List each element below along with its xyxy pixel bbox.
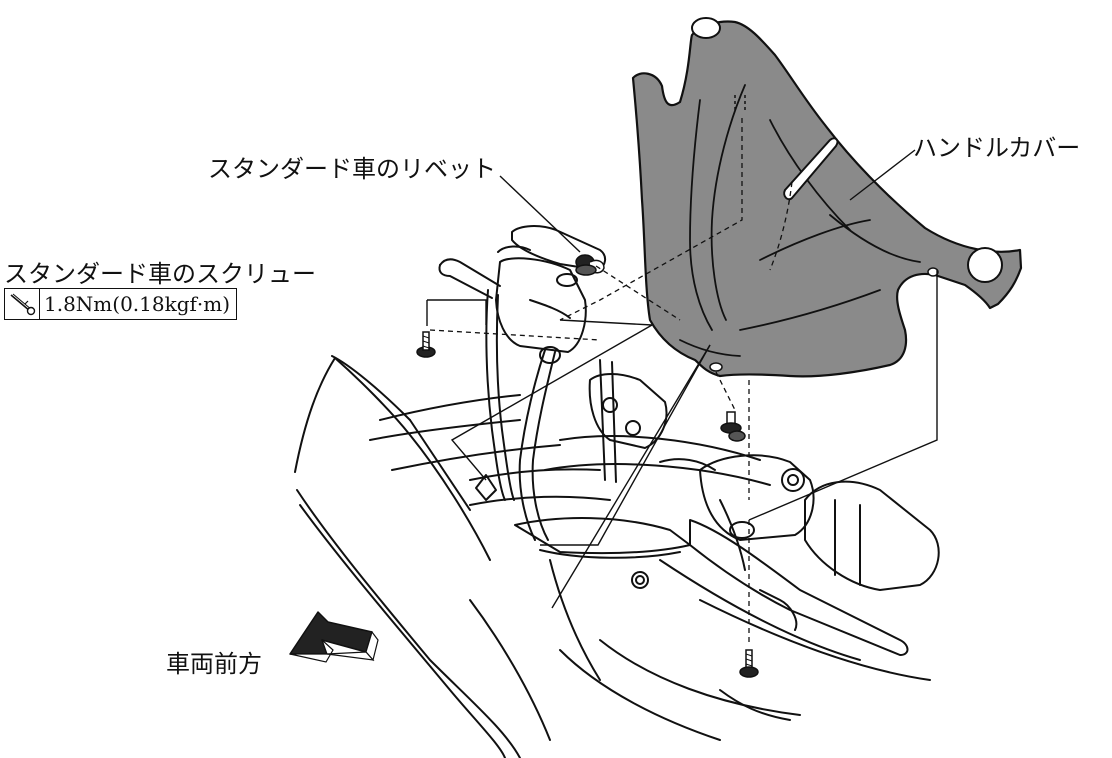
front-direction-label: 車両前方 — [166, 650, 262, 678]
handle-cover-part — [631, 17, 1023, 378]
torque-value: 1.8Nm(0.18kgf·m) — [44, 292, 231, 316]
front-body-outline — [294, 355, 931, 758]
arrow-left-icon — [289, 611, 379, 663]
leader-lines — [426, 149, 938, 609]
rivet-label: スタンダード車のリベット — [208, 155, 496, 183]
screw-bottom — [739, 649, 759, 678]
rivet-top — [575, 254, 605, 276]
screw-left — [416, 331, 436, 358]
torque-spec-box: 1.8Nm(0.18kgf·m) — [4, 288, 238, 320]
torque-wrench-icon — [5, 289, 40, 319]
screw-label: スタンダード車のスクリュー — [4, 260, 316, 288]
handle-cover-label: ハンドルカバー — [913, 134, 1081, 162]
rivet-lower — [720, 411, 746, 442]
assembly-guide-lines — [429, 118, 793, 645]
